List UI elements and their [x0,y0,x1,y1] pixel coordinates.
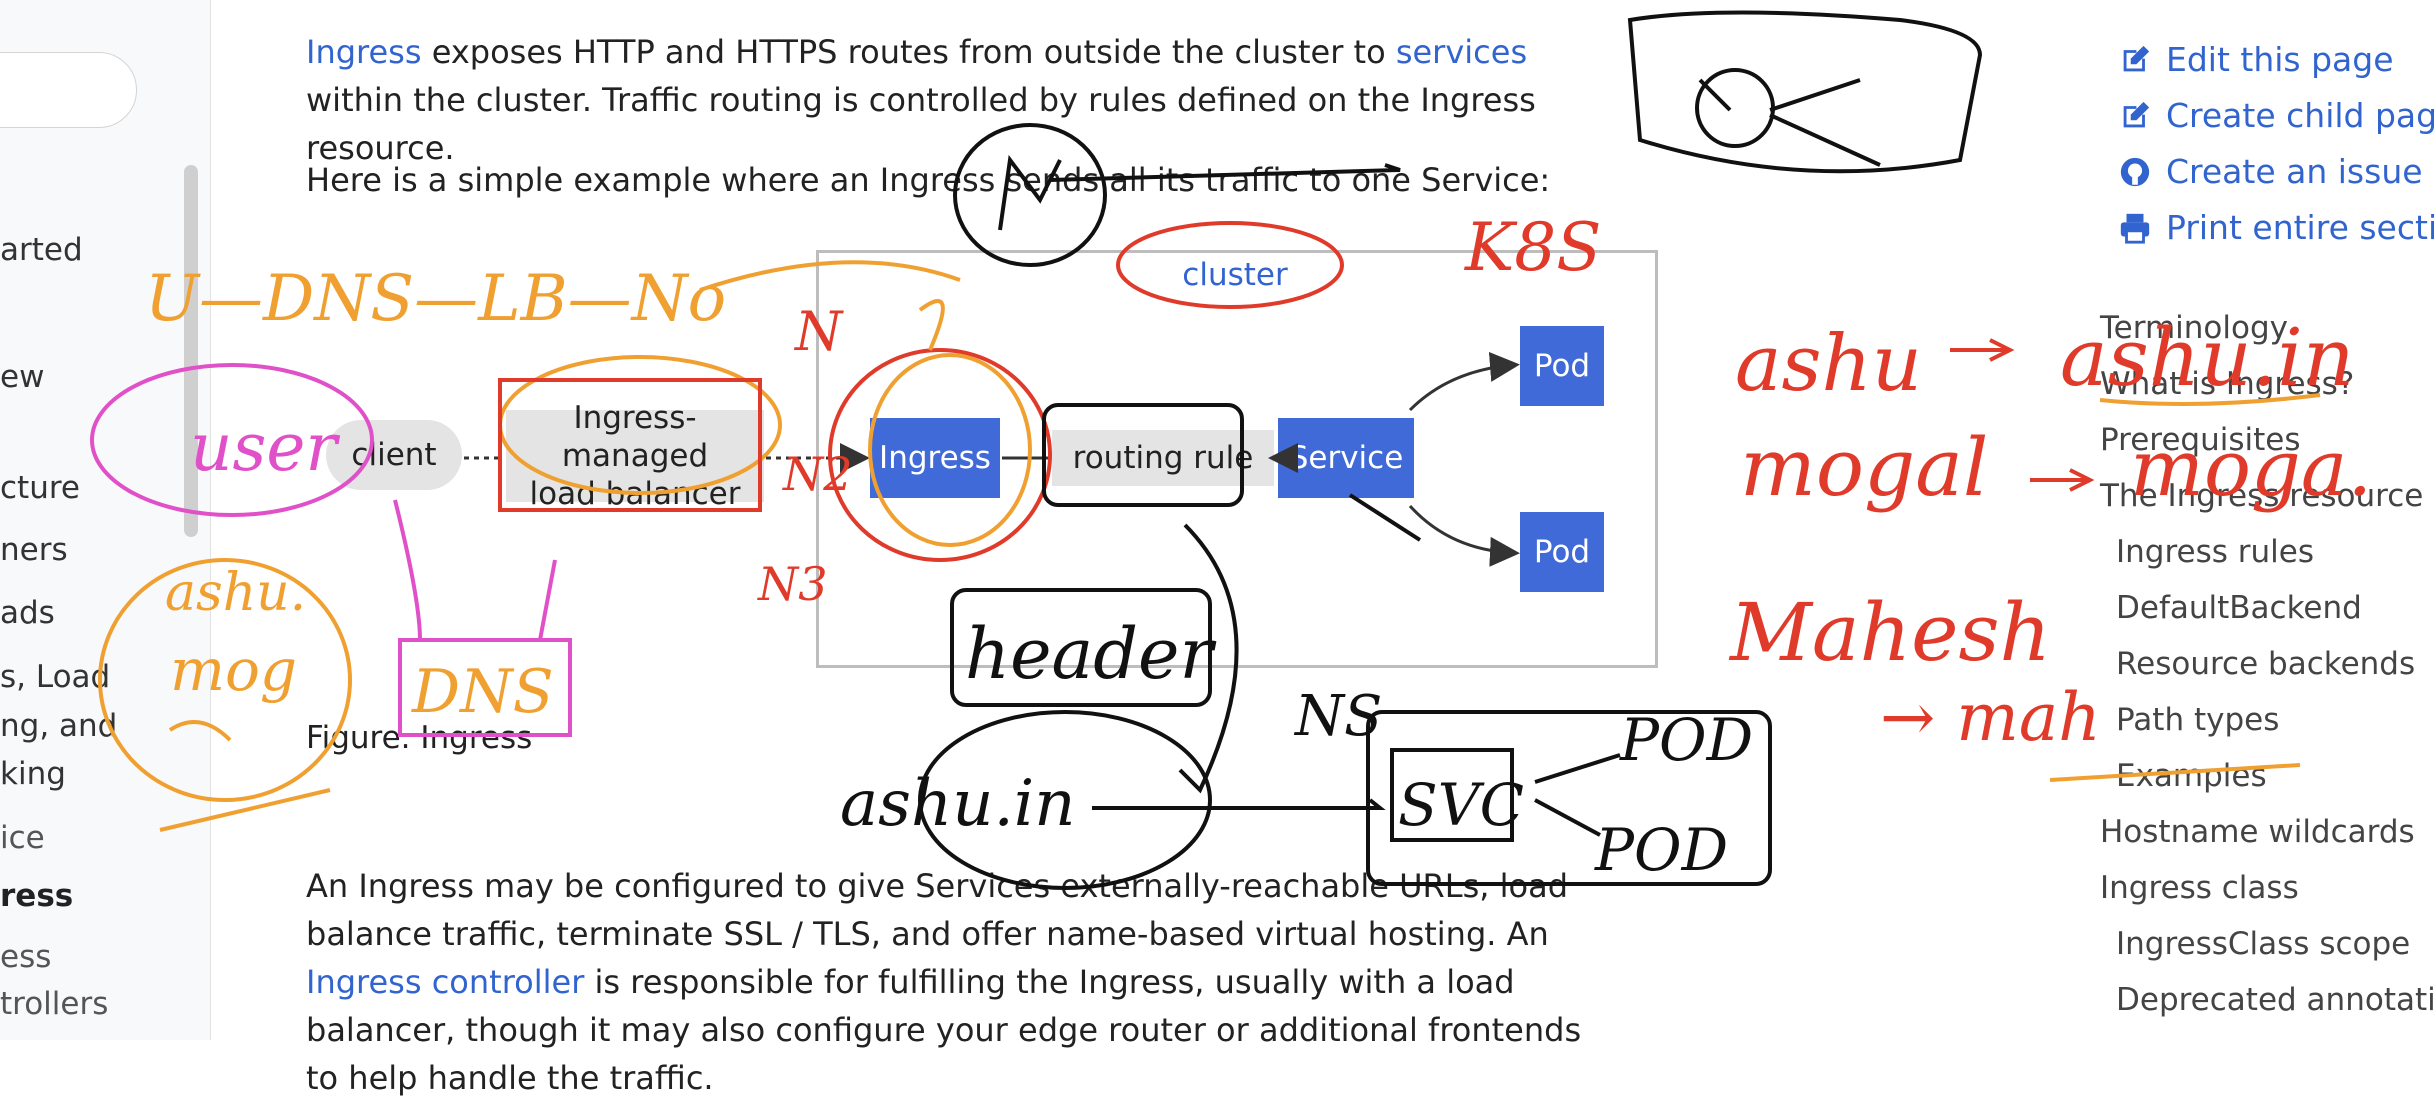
print-section-link[interactable]: Print entire section [2118,208,2434,247]
sidebar-item[interactable]: ads [0,595,55,631]
sidebar-item[interactable]: ners [0,532,68,568]
annotation-ashuin: ashu.in [840,767,1075,841]
annotation-pod-b: POD [1594,816,1728,884]
ingress-link[interactable]: Ingress [306,33,422,71]
toc-item[interactable]: Path types [2116,702,2280,738]
annotation-mahesh: Mahesh [1728,586,2051,679]
toc-item[interactable]: Terminology [2100,310,2288,346]
sidebar-item[interactable]: trollers [0,986,109,1022]
load-balancer-node: Ingress-managed load balancer [506,400,764,512]
service-node: Service [1278,418,1414,498]
toc-item[interactable]: The Ingress resource [2100,478,2424,514]
figure-caption: Figure. Ingress [306,720,533,756]
annotation-svc: SVC [1398,771,1524,839]
annotation-ns: NS [1293,684,1382,749]
annotation-pod-a: POD [1619,706,1753,774]
toc-item[interactable]: Ingress class [2100,870,2299,906]
description-paragraph: An Ingress may be configured to give Ser… [306,862,1606,1102]
create-issue-link[interactable]: Create an issue [2118,152,2423,191]
toc-item[interactable]: Deprecated annotation [2116,982,2434,1018]
sidebar-scrollbar[interactable] [184,165,198,537]
annotation-ashu: ashu [1735,319,1922,409]
edit-page-link[interactable]: Edit this page [2118,40,2394,79]
sidebar-item[interactable]: king [0,756,66,792]
annotation-user: user [190,409,340,486]
sidebar-item[interactable]: ess [0,939,52,975]
action-label: Edit this page [2166,40,2394,79]
services-link[interactable]: services [1395,33,1528,71]
sidebar-item-active[interactable]: ress [0,878,74,914]
ingress-controller-link[interactable]: Ingress controller [306,963,585,1001]
pod-node: Pod [1520,326,1604,406]
edit-icon [2123,45,2150,71]
toc-item[interactable]: Hostname wildcards [2100,814,2415,850]
toc-item[interactable]: Resource backends [2116,646,2416,682]
load-balancer-line1: Ingress-managed [561,400,709,474]
toc-item[interactable]: Examples [2116,758,2267,794]
toc-item[interactable]: DefaultBackend [2116,590,2362,626]
client-node: client [326,420,462,490]
toc-item[interactable]: What is Ingress? [2100,366,2355,402]
github-icon [2120,157,2150,186]
paragraph-text: exposes HTTP and HTTPS routes from outsi… [421,33,1396,71]
print-icon [2120,213,2150,244]
sidebar-item[interactable]: arted [0,232,83,268]
pod-node: Pod [1520,512,1604,592]
action-label: Create child page [2166,96,2434,135]
intro-paragraph: Ingress exposes HTTP and HTTPS routes fr… [306,28,1606,172]
toc-item[interactable]: Ingress rules [2116,534,2314,570]
action-label: Create an issue [2166,152,2423,191]
edit-icon [2123,101,2150,127]
sidebar-item[interactable]: s, Load [0,659,111,695]
sidebar-item[interactable]: cture [0,470,80,506]
annotation-dns: DNS [411,657,554,727]
routing-rule-node: routing rule [1052,430,1274,486]
toc-item[interactable]: Prerequisites [2100,422,2301,458]
action-label: Print entire section [2166,208,2434,247]
sidebar-item[interactable]: ew [0,359,45,395]
create-child-page-link[interactable]: Create child page [2118,96,2434,135]
load-balancer-line2: load balancer [529,476,741,512]
sidebar-search-input[interactable] [0,52,137,128]
sidebar-item[interactable]: ice [0,820,45,856]
paragraph-text: within the cluster. Traffic routing is c… [306,81,1536,167]
sidebar-item[interactable]: ng, and [0,708,118,744]
left-sidebar: arted ew cture ners ads s, Load ng, and … [0,0,211,1040]
ingress-node: Ingress [870,418,1000,498]
annotation-flow: U—DNS—LB—No [145,262,726,336]
paragraph-text: An Ingress may be configured to give Ser… [306,867,1568,953]
annotation-mogal: mogal [1740,421,1989,514]
annotation-mahesh-arrow: → mah [1880,679,2101,756]
cluster-label: cluster [1182,257,1288,293]
example-paragraph: Here is a simple example where an Ingres… [306,161,1551,199]
toc-item[interactable]: IngressClass scope [2116,926,2411,962]
